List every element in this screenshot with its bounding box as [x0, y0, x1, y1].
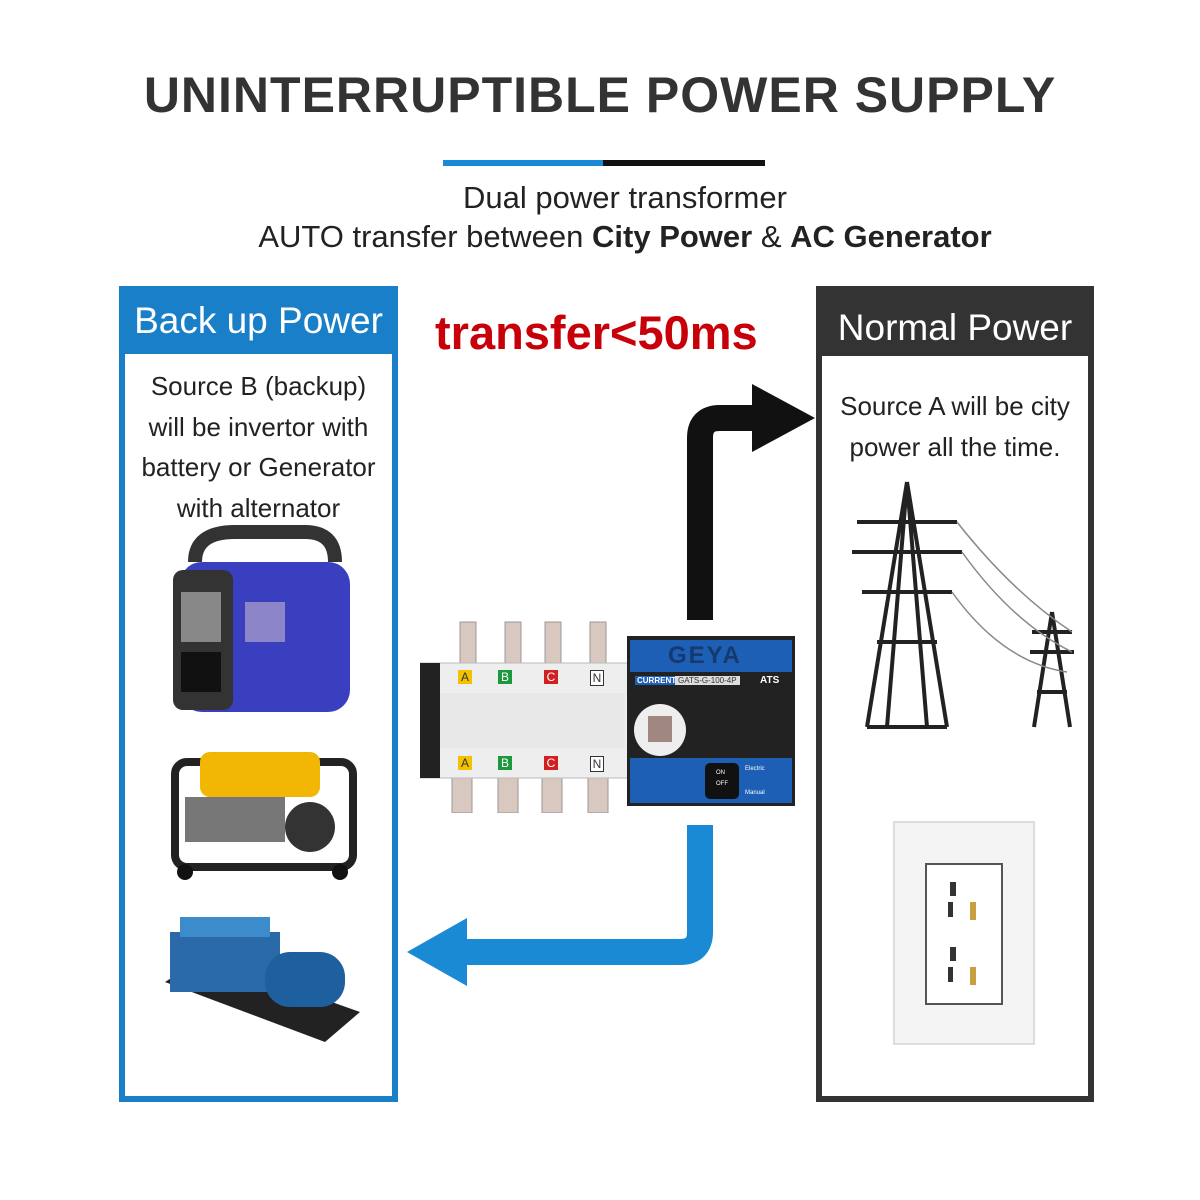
ats-device: GEYA CURRENT: GATS-G-100-4P ATS A B C N … — [420, 618, 805, 813]
description-line: Source A will be city — [840, 391, 1070, 421]
mode-manual-label: Manual — [745, 790, 765, 796]
description-line: with alternator — [176, 492, 341, 523]
pole-c-bottom: C — [544, 756, 558, 770]
model-label: GATS-G-100-4P — [675, 676, 740, 685]
description-line: battery or Generator — [141, 452, 376, 482]
backup-sources-illustrations — [165, 525, 360, 1042]
divider-black — [603, 160, 765, 166]
normal-power-panel: Normal Power Source A will be city power… — [816, 286, 1094, 1102]
arrow-to-normal-power — [687, 405, 760, 620]
pole-c-top: C — [544, 670, 558, 684]
subtitle-text: & — [752, 219, 791, 254]
subtitle-line2: AUTO transfer between City Power & AC Ge… — [25, 219, 1200, 255]
arrow-head-black — [752, 384, 815, 452]
backup-power-description: Source B (backup) will be invertor with … — [125, 366, 392, 528]
wall-outlet-image — [893, 821, 1035, 1045]
mode-electric-label: Electric — [745, 766, 765, 772]
backup-power-panel: Back up Power Source B (backup) will be … — [119, 286, 398, 1102]
pole-a-top: A — [458, 670, 472, 684]
normal-power-illustrations — [852, 481, 1074, 1045]
pole-b-bottom: B — [498, 756, 512, 770]
subtitle-line1: Dual power transformer — [463, 180, 787, 215]
normal-power-title: Normal Power — [822, 292, 1088, 356]
pole-b-top: B — [498, 670, 512, 684]
pole-a-bottom: A — [458, 756, 472, 770]
current-label: CURRENT: — [635, 676, 680, 685]
arrow-to-backup-power — [460, 825, 713, 965]
arrow-head-blue — [407, 918, 467, 986]
description-line: power all the time. — [849, 431, 1061, 462]
open-frame-generator-image — [171, 752, 357, 880]
subtitle-ac-generator: AC Generator — [790, 219, 992, 254]
ats-body — [420, 621, 795, 813]
diesel-genset-image — [165, 917, 360, 1042]
power-tower-image — [852, 481, 1074, 729]
subtitle-text: AUTO transfer between — [258, 219, 593, 254]
switch-on-label: ON — [716, 770, 725, 776]
transfer-time-label: transfer<50ms — [435, 306, 758, 359]
ats-label: ATS — [760, 675, 780, 686]
pole-n-bottom: N — [590, 756, 604, 772]
switch-off-label: OFF — [716, 781, 728, 787]
description-line: Source B (backup) — [150, 371, 367, 401]
divider-blue — [443, 160, 603, 166]
page-title: UNINTERRUPTIBLE POWER SUPPLY — [143, 67, 1057, 123]
backup-power-title: Back up Power — [125, 292, 392, 354]
description-line: will be invertor with — [148, 411, 369, 442]
normal-power-description: Source A will be city power all the time… — [822, 386, 1088, 467]
subtitle-city-power: City Power — [592, 219, 753, 254]
inverter-generator-image — [173, 525, 350, 712]
pole-n-top: N — [590, 670, 604, 686]
brand-logo: GEYA — [668, 642, 742, 669]
